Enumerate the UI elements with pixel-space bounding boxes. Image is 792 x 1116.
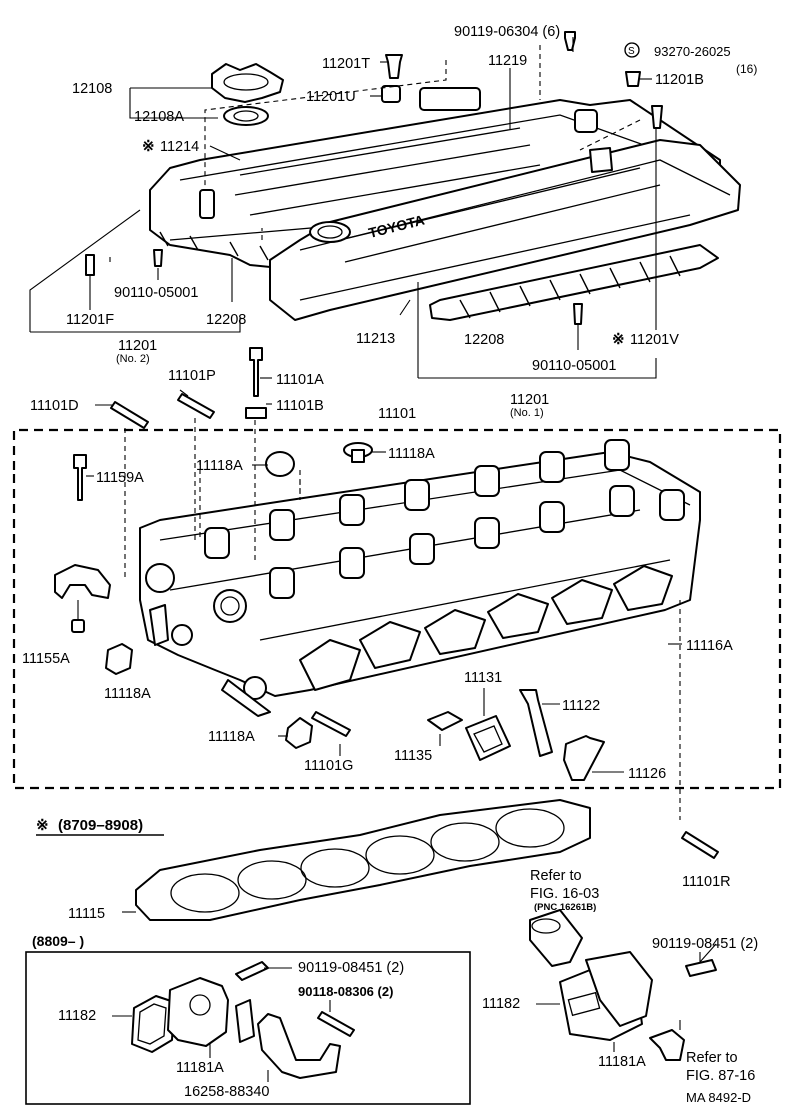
label-11122: 11122 [562, 698, 600, 714]
label-11201-no1-sub: (No. 1) [510, 407, 544, 419]
label-11159A: 11159A [96, 470, 144, 486]
label-11201U: 11201U [306, 89, 356, 105]
asterisk-mark-2: ※ [612, 331, 625, 348]
label-drawing-code: MA 8492-D [686, 1090, 751, 1105]
leader-lines-head [77, 377, 682, 820]
valve-cover-assembly: TOYOTA [149, 87, 741, 321]
label-11181A-inset: 11181A [176, 1060, 224, 1076]
egr-parts-right [529, 909, 717, 1061]
label-16258-88340: 16258-88340 [184, 1084, 269, 1100]
s-circle-icon [624, 42, 640, 58]
label-90110-05001-b: 90110-05001 [532, 358, 616, 374]
label-11201V: 11201V [630, 332, 679, 348]
asterisk-mark-3: ※ [36, 817, 49, 834]
label-12208-b: 12208 [464, 332, 504, 348]
label-12108A: 12108A [134, 109, 184, 125]
label-fig-87-16: FIG. 87-16 [686, 1068, 755, 1084]
label-11101: 11101 [378, 406, 416, 422]
label-11201B: 11201B [655, 72, 704, 88]
s-mark: S [628, 46, 635, 57]
label-11155A: 11155A [22, 651, 70, 667]
label-90119-06304: 90119-06304 (6) [454, 24, 560, 40]
label-11201-no2-sub: (No. 2) [116, 353, 150, 365]
label-11181A-right: 11181A [598, 1054, 646, 1070]
label-90110-05001-a: 90110-05001 [114, 285, 198, 301]
label-11214: 11214 [160, 139, 199, 155]
label-11118A-bot: 11118A [208, 729, 255, 745]
label-11213: 11213 [356, 331, 395, 347]
label-11101R: 11101R [682, 874, 731, 890]
label-93270-26025: 93270-26025 [654, 44, 731, 59]
label-11219: 11219 [488, 53, 527, 69]
label-11135: 11135 [394, 748, 432, 764]
cam-caps-row-2 [269, 485, 685, 599]
label-refer-to-2: Refer to [686, 1050, 738, 1066]
inset-parts [112, 961, 355, 1082]
label-11118A-mid: 11118A [104, 686, 151, 702]
inset-box [25, 951, 471, 1105]
label-93270-qty: (16) [736, 62, 757, 76]
label-11101B: 11101B [276, 398, 324, 414]
oil-filler-cap [211, 63, 284, 126]
label-90118-08306: 90118-08306 (2) [298, 984, 393, 999]
label-11101A: 11101A [276, 372, 324, 388]
label-90119-08451-inset: 90119-08451 (2) [298, 960, 404, 976]
label-11201-no1: 11201 [510, 392, 549, 408]
label-refer-to: Refer to [530, 868, 582, 884]
label-11118A-top: 11118A [388, 446, 435, 462]
label-11101G: 11101G [304, 758, 353, 774]
label-11182-right: 11182 [482, 996, 520, 1012]
label-11101P: 11101P [168, 368, 216, 384]
cam-caps-row-1 [204, 439, 630, 559]
label-fig-16-03: FIG. 16-03 [530, 886, 599, 902]
asterisk-mark-1: ※ [142, 138, 155, 155]
label-12208-a: 12208 [206, 312, 246, 328]
label-11126: 11126 [628, 766, 666, 782]
cylinder-head-frame [12, 428, 782, 790]
label-date-range: (8709–8908) [58, 817, 143, 834]
small-hardware-top [85, 31, 663, 325]
callout-labels: 90119-06304 (6) S 93270-26025 (16) 11201… [22, 24, 758, 1105]
label-11115: 11115 [68, 906, 105, 922]
label-11201F: 11201F [66, 312, 114, 328]
label-11131: 11131 [464, 670, 502, 686]
head-gasket [122, 799, 719, 921]
leader-lines-top [29, 37, 657, 379]
label-11182-inset: 11182 [58, 1008, 96, 1024]
label-11101D: 11101D [30, 398, 79, 414]
label-90119-08451-right: 90119-08451 (2) [652, 936, 758, 952]
label-11116A: 11116A [686, 638, 733, 654]
label-11201T: 11201T [322, 56, 370, 72]
label-12108: 12108 [72, 81, 112, 97]
head-hardware [54, 347, 373, 749]
label-11118A-left: 11118A [196, 458, 243, 474]
valve-train-parts [427, 689, 605, 781]
label-date-range-2: (8809– ) [32, 933, 84, 949]
cylinder-head [139, 439, 701, 717]
label-11201-no2: 11201 [118, 338, 157, 354]
label-pnc: (PNC 16261B) [534, 902, 596, 913]
